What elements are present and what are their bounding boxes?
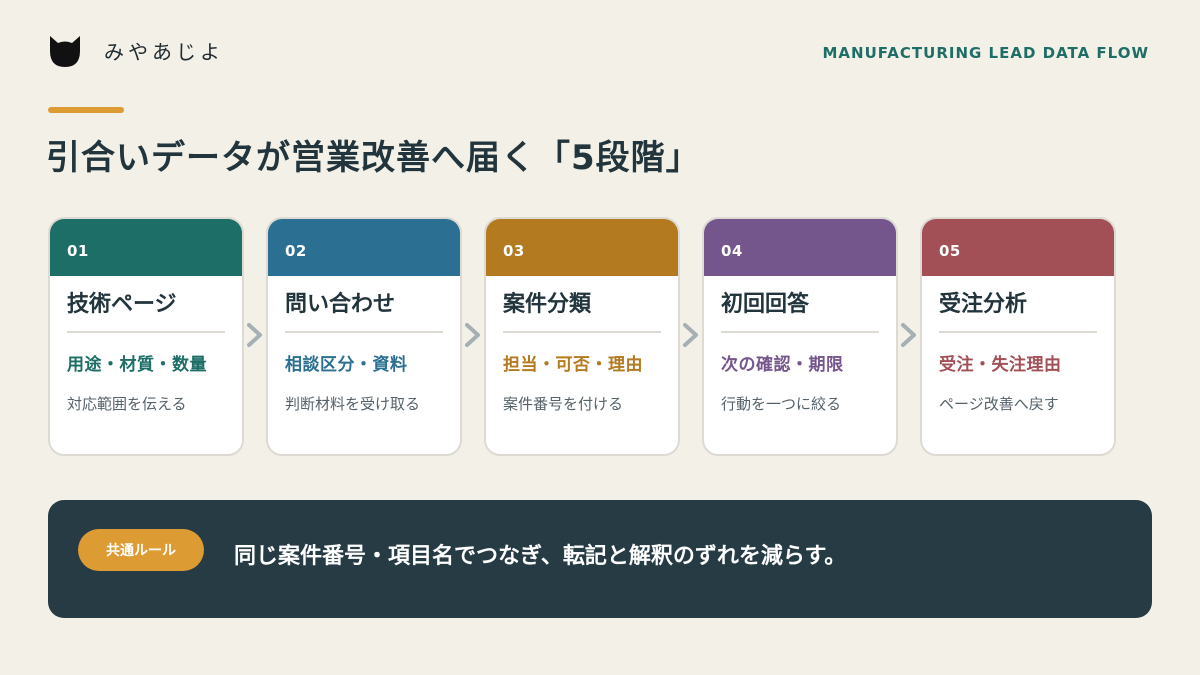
- header-tag: MANUFACTURING LEAD DATA FLOW: [822, 44, 1149, 62]
- step-subtitle: 担当・可否・理由: [503, 355, 643, 375]
- step-card-header: 03: [486, 219, 678, 276]
- step-title: 受注分析: [939, 292, 1028, 317]
- step-card-3: 03 案件分類 担当・可否・理由 案件番号を付ける: [484, 217, 680, 456]
- step-divider: [503, 331, 661, 333]
- step-card-header: 02: [268, 219, 460, 276]
- common-rule-badge: 共通ルール: [78, 529, 204, 571]
- step-description: 行動を一つに絞る: [721, 395, 842, 413]
- step-subtitle: 用途・材質・数量: [67, 355, 207, 375]
- step-divider: [939, 331, 1097, 333]
- step-title: 技術ページ: [67, 292, 177, 317]
- step-title: 初回回答: [721, 292, 810, 317]
- chevron-right-icon: [465, 323, 480, 347]
- step-card-header: 01: [50, 219, 242, 276]
- common-rule-banner: 共通ルール 同じ案件番号・項目名でつなぎ、転記と解釈のずれを減らす。: [48, 500, 1152, 618]
- step-number: 01: [67, 242, 89, 260]
- chevron-right-icon: [247, 323, 262, 347]
- step-card-body: 受注分析 受注・失注理由 ページ改善へ戻す: [922, 276, 1114, 414]
- cat-head-icon: [50, 36, 80, 67]
- step-description: ページ改善へ戻す: [939, 395, 1059, 413]
- common-rule-text: 同じ案件番号・項目名でつなぎ、転記と解釈のずれを減らす。: [234, 544, 847, 569]
- chevron-right-icon: [683, 323, 698, 347]
- step-divider: [67, 331, 225, 333]
- step-card-body: 技術ページ 用途・材質・数量 対応範囲を伝える: [50, 276, 242, 414]
- title-accent-bar: [48, 107, 124, 113]
- step-divider: [721, 331, 879, 333]
- step-card-5: 05 受注分析 受注・失注理由 ページ改善へ戻す: [920, 217, 1116, 456]
- step-description: 対応範囲を伝える: [67, 395, 187, 413]
- step-description: 案件番号を付ける: [503, 395, 624, 413]
- step-card-body: 初回回答 次の確認・期限 行動を一つに絞る: [704, 276, 896, 414]
- step-number: 02: [285, 242, 307, 260]
- step-title: 問い合わせ: [285, 292, 396, 317]
- step-card-body: 問い合わせ 相談区分・資料 判断材料を受け取る: [268, 276, 460, 414]
- step-card-header: 05: [922, 219, 1114, 276]
- step-card-2: 02 問い合わせ 相談区分・資料 判断材料を受け取る: [266, 217, 462, 456]
- brand-name: みやあじよ: [104, 39, 224, 64]
- step-title: 案件分類: [503, 292, 592, 317]
- brand: みやあじよ: [48, 32, 224, 68]
- step-card-body: 案件分類 担当・可否・理由 案件番号を付ける: [486, 276, 678, 414]
- step-divider: [285, 331, 443, 333]
- page-title: 引合いデータが営業改善へ届く「5段階」: [46, 138, 701, 178]
- step-flow: 01 技術ページ 用途・材質・数量 対応範囲を伝える 02 問い合わせ 相談区分…: [48, 217, 1118, 457]
- step-subtitle: 次の確認・期限: [721, 355, 844, 375]
- step-number: 05: [939, 242, 961, 260]
- step-number: 04: [721, 242, 743, 260]
- step-number: 03: [503, 242, 525, 260]
- step-card-1: 01 技術ページ 用途・材質・数量 対応範囲を伝える: [48, 217, 244, 456]
- step-subtitle: 受注・失注理由: [939, 355, 1062, 375]
- step-subtitle: 相談区分・資料: [285, 355, 408, 375]
- step-description: 判断材料を受け取る: [285, 395, 421, 413]
- chevron-right-icon: [901, 323, 916, 347]
- step-card-header: 04: [704, 219, 896, 276]
- step-card-4: 04 初回回答 次の確認・期限 行動を一つに絞る: [702, 217, 898, 456]
